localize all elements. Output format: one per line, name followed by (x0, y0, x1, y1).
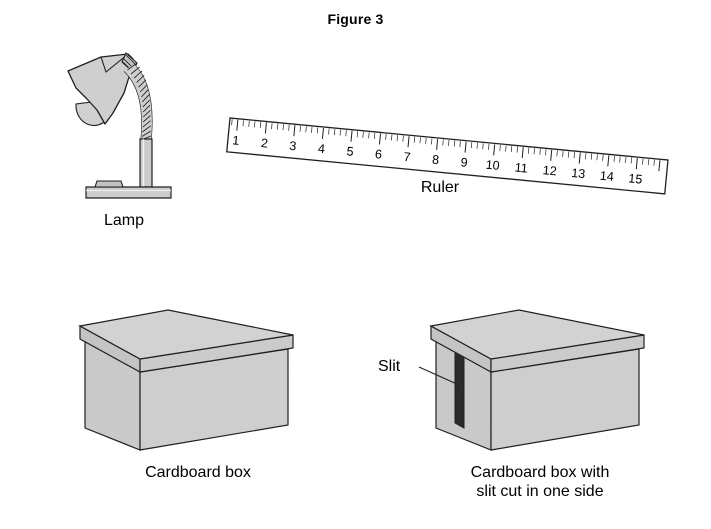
ruler-number: 2 (260, 136, 268, 151)
lamp-gooseneck-body (124, 64, 152, 140)
ruler-illustration: 1 2 3 4 5 6 7 8 9 10 11 12 13 14 15 (226, 117, 669, 195)
ruler-number: 3 (289, 139, 297, 154)
ruler-label: Ruler (420, 179, 460, 196)
ruler-number: 11 (514, 160, 528, 175)
lamp-shade (67, 53, 134, 125)
lamp-label: Lamp (103, 212, 145, 229)
cardboard-box-slit-illustration (418, 309, 645, 451)
box-plain-lid-top (78, 309, 294, 360)
ruler-body (226, 117, 669, 195)
ruler-number: 9 (460, 155, 468, 170)
box-slit-lid-top (429, 309, 645, 360)
lamp-switch (94, 180, 124, 188)
ruler-number: 1 (232, 133, 240, 148)
cardboard-box-plain-illustration (78, 309, 294, 451)
ruler-number: 4 (317, 142, 325, 157)
lamp-post (139, 138, 153, 188)
cardboard-box-slit-label-line-1: Cardboard box with (470, 464, 610, 481)
ruler-number: 6 (374, 147, 382, 162)
slit-callout-leader-line (418, 366, 460, 386)
lamp-base (85, 186, 172, 199)
ruler-major-ticks (236, 119, 661, 172)
lamp-shade-crease (100, 53, 129, 73)
ruler-number: 14 (599, 169, 614, 184)
lamp-gooseneck-inner-edge (123, 70, 143, 141)
box-slit-opening (454, 351, 465, 429)
slit-callout-label: Slit (378, 358, 401, 375)
ruler-number: 12 (542, 163, 557, 178)
ruler-number: 13 (571, 166, 586, 181)
ruler-number: 15 (628, 171, 643, 186)
cardboard-box-slit-label-line-2: slit cut in one side (476, 483, 604, 500)
lamp-illustration (67, 52, 172, 199)
ruler-number: 8 (432, 153, 440, 168)
ruler-minor-ticks (231, 119, 655, 166)
ruler-number: 5 (346, 144, 354, 159)
ruler-number: 10 (485, 158, 500, 173)
ruler-number: 7 (403, 150, 411, 165)
page-title: Figure 3 (327, 11, 384, 27)
cardboard-box-slit-label: Cardboard box with slit cut in one side (440, 463, 640, 501)
cardboard-box-plain-label: Cardboard box (145, 464, 251, 481)
ruler-numbers: 1 2 3 4 5 6 7 8 9 10 11 12 13 14 15 (232, 133, 643, 186)
